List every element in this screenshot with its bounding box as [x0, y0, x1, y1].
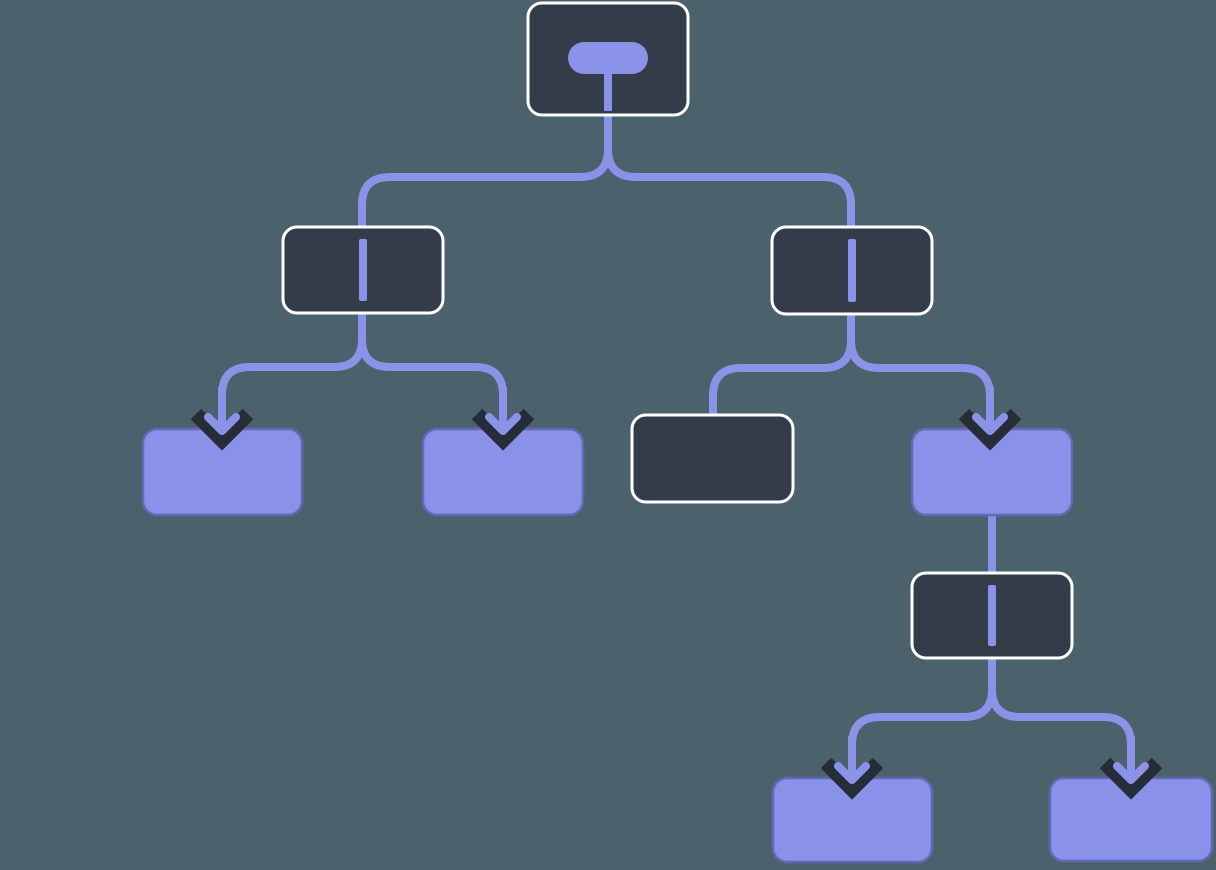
arrow-head-purple [834, 762, 870, 784]
node-branch-bottom[interactable] [910, 571, 1074, 660]
arrow-chevron-dark [958, 408, 1022, 451]
arrow-down-icon [958, 387, 1022, 451]
node-branch-left[interactable] [281, 225, 445, 315]
arrow-chevron-dark [471, 408, 535, 451]
arrow-head-purple [972, 413, 1008, 435]
edge-right-midright[interactable] [847, 314, 994, 432]
arrow-chevron-dark [190, 408, 254, 451]
node-branch-right[interactable] [770, 225, 934, 316]
vertical-line-icon [848, 239, 856, 302]
node-dark-leaf[interactable] [630, 413, 795, 504]
arrow-down-icon [820, 736, 884, 800]
arrow-head-purple [204, 413, 240, 435]
arrow-head-purple [485, 413, 521, 435]
arrow-down-icon [1099, 736, 1163, 800]
arrow-chevron-dark [820, 757, 884, 800]
node-root[interactable] [526, 1, 690, 117]
arrow-head-purple [1113, 762, 1149, 784]
node-dark-leaf-body[interactable] [630, 413, 795, 504]
vertical-line-icon [359, 239, 367, 301]
arrow-down-icon [190, 387, 254, 451]
arrow-chevron-dark [1099, 757, 1163, 800]
arrow-down-icon [471, 387, 535, 451]
edge-left-leaf2[interactable] [358, 313, 507, 432]
vertical-line-icon [988, 585, 996, 646]
pill-icon [568, 42, 648, 111]
edge-bottom-leaf4[interactable] [988, 658, 1135, 781]
edge-root-right[interactable] [604, 115, 855, 227]
